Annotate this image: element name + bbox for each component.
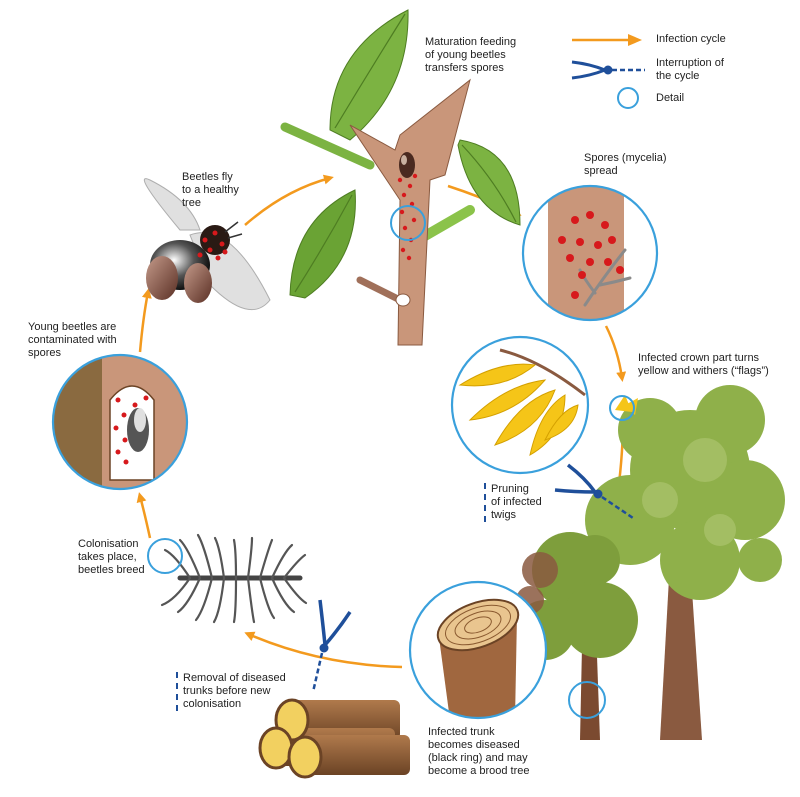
scissors-icon: [571, 60, 645, 80]
beetle-gallery: [160, 533, 308, 624]
trees: [515, 385, 785, 740]
detail-marker-crown: [609, 395, 635, 421]
cycle-arrows: [136, 174, 627, 669]
label-beetles-fly: Beetles fly to a healthy tree: [182, 171, 239, 209]
legend-interruption-label: Interruption of the cycle: [656, 57, 724, 82]
label-crown-flags: Infected crown part turns yellow and wit…: [638, 352, 769, 377]
legend: [571, 34, 645, 109]
arrow-trunk-to-colonisation: [244, 631, 403, 669]
detail-young-beetles: [51, 353, 189, 491]
label-removal: Removal of diseased trunks before new co…: [176, 672, 286, 711]
arrow-colonisation-to-young: [136, 492, 152, 539]
leaf-right: [457, 139, 521, 226]
label-spores-spread: Spores (mycelia) spread: [584, 152, 667, 177]
removal-scissors-icon: [311, 599, 352, 693]
arrow-right-icon: [572, 34, 642, 46]
small-beetle: [399, 152, 415, 178]
flying-beetle: [143, 178, 271, 310]
detail-marker-trunk: [568, 681, 606, 719]
arrow-beetle-to-tree: [244, 174, 334, 226]
detail-marker-branch: [390, 205, 426, 241]
label-maturation-feeding: Maturation feeding of young beetles tran…: [425, 36, 517, 74]
label-young-beetles: Young beetles are contaminated with spor…: [28, 321, 117, 359]
detail-spores-spread: [521, 184, 659, 322]
detail-circle-icon: [617, 87, 639, 109]
label-infected-trunk: Infected trunk becomes diseased (black r…: [428, 726, 530, 777]
label-colonisation: Colonisation takes place, beetles breed: [78, 538, 145, 576]
log-pile: [258, 698, 410, 779]
legend-infection-label: Infection cycle: [656, 33, 726, 45]
pruning-scissors-icon: [554, 463, 634, 520]
arrow-young-to-beetle: [138, 288, 152, 353]
branch-illustration: [280, 9, 521, 346]
detail-infected-trunk: [408, 580, 548, 720]
detail-yellow-crown: [450, 335, 590, 475]
leaf-top-left: [329, 9, 409, 141]
legend-detail-label: Detail: [656, 92, 685, 104]
leaf-left: [289, 189, 356, 299]
label-pruning: Pruning of infected twigs: [484, 483, 542, 522]
detail-marker-gallery: [147, 538, 183, 574]
arrow-spores-to-crown: [604, 325, 627, 382]
